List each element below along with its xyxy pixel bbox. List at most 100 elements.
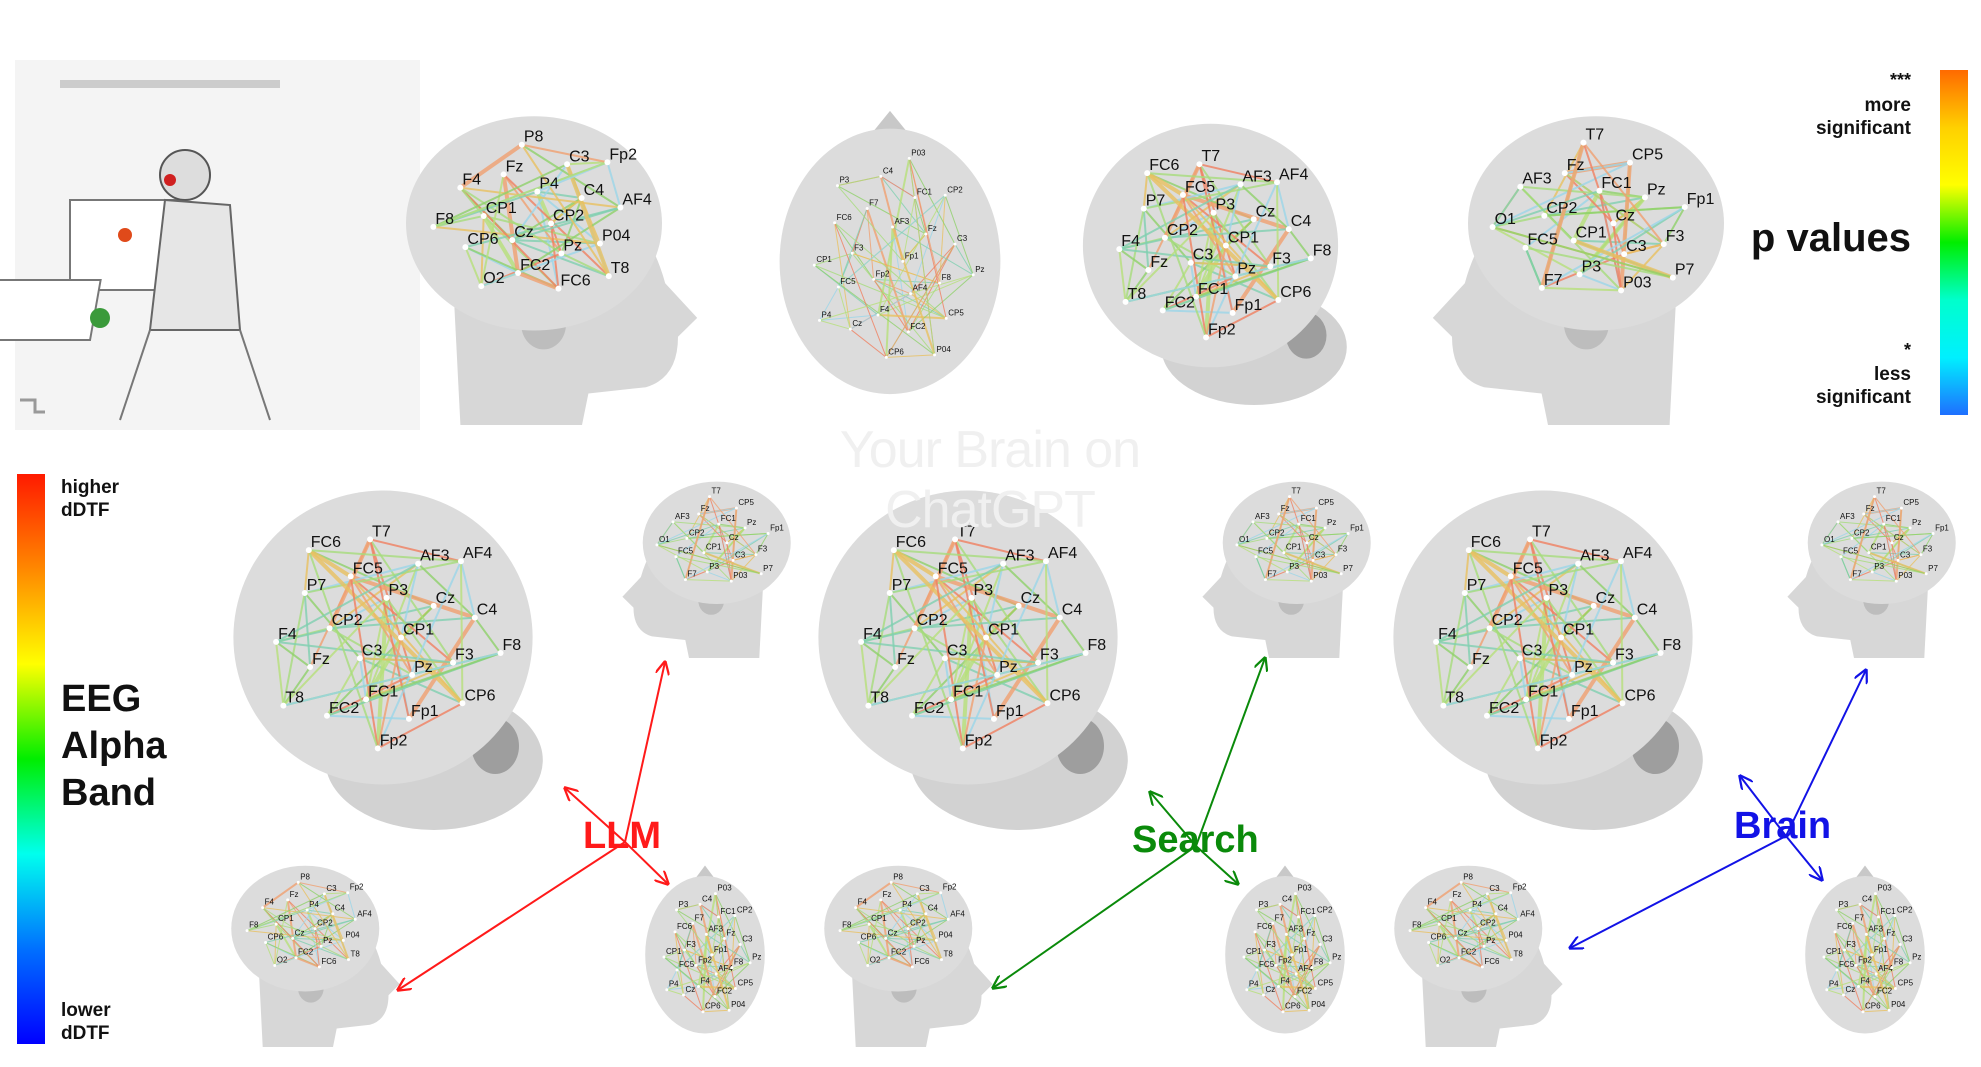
connection-edge: [954, 243, 974, 276]
connection-edge: [349, 576, 379, 749]
electrode-dot: [1534, 745, 1541, 752]
electrode-dot: [1833, 930, 1837, 934]
electrode-dot: [1145, 266, 1152, 273]
electrode-dot: [694, 963, 698, 967]
electrode-dot: [1042, 558, 1049, 565]
electrode-dot: [323, 712, 330, 719]
electrode-label: CP1: [1228, 230, 1259, 247]
electrode-dot: [738, 943, 742, 947]
electrode-dot: [1565, 715, 1572, 722]
electrode-label: Pz: [999, 659, 1018, 676]
connection-edge: [1851, 496, 1875, 539]
electrode-dot: [1229, 309, 1236, 316]
electrode-dot: [1931, 531, 1935, 535]
connection-edge: [1823, 956, 1890, 1011]
electrode-label: CP2: [317, 919, 333, 928]
arrow-brain: [1570, 835, 1787, 948]
connection-edge: [1147, 172, 1278, 184]
connection-edge: [674, 931, 697, 966]
electrode-label: P8: [300, 872, 310, 881]
electrode-label: F8: [1663, 637, 1682, 654]
connection-edge: [537, 190, 582, 200]
electrode-dot: [1858, 902, 1862, 906]
connection-edge: [684, 496, 711, 580]
connection-edge: [329, 616, 475, 630]
connection-edge: [695, 965, 736, 989]
connection-edge: [1836, 969, 1845, 996]
electrode-label: CP1: [1441, 914, 1457, 923]
electrode-dot: [674, 555, 678, 559]
connection-edge: [1519, 657, 1614, 664]
electrode-label: Fz: [1886, 928, 1895, 937]
electrode-dot: [1255, 908, 1259, 912]
electrode-label: FC1: [1198, 281, 1228, 298]
connection-edge: [1489, 597, 1548, 630]
connection-edge: [666, 969, 678, 990]
electrode-label: Pz: [563, 237, 582, 254]
connection-edge: [1619, 162, 1632, 291]
electrode-dot: [1561, 170, 1568, 177]
electrode-dot: [1854, 963, 1858, 967]
electrode-dot: [879, 174, 883, 178]
electrode-dot: [733, 987, 737, 991]
electrode-label: AF4: [950, 909, 965, 918]
electrode-dot: [1281, 1010, 1285, 1014]
connection-edge: [1460, 882, 1512, 960]
electrode-dot: [717, 522, 721, 526]
electrode-label: O2: [1440, 955, 1451, 964]
head-side-right: CzCP1FC1C3CP2PzP3FzF3FC5CP5P03AF3Fp1F7T7…: [1432, 116, 1724, 425]
electrode-label: Cz: [1458, 928, 1468, 937]
electrode-label: O2: [483, 270, 504, 287]
electrode-dot: [886, 589, 893, 596]
electrode-dot: [1285, 570, 1289, 574]
electrode-label: C3: [1626, 238, 1647, 255]
electrode-dot: [322, 892, 326, 896]
electrode-dot: [1527, 536, 1534, 543]
electrode-dot: [1275, 297, 1282, 304]
electrode-label: CP2: [1269, 528, 1285, 537]
electrode-label: P7: [1928, 564, 1938, 573]
connection-edge: [892, 548, 1049, 705]
electrode-dot: [887, 956, 891, 960]
electrode-label: F3: [1040, 647, 1059, 664]
electrode-label: AF4: [913, 284, 928, 293]
electrode-dot: [1507, 573, 1514, 580]
electrode-dot: [675, 908, 679, 912]
connection-edge: [1264, 496, 1291, 580]
connection-edge: [314, 928, 320, 967]
connection-edge: [1243, 956, 1310, 1011]
electrode-label: P03: [911, 148, 926, 157]
connection-edge: [1181, 194, 1208, 338]
connection-edge: [1283, 551, 1342, 575]
electrode-dot: [1873, 995, 1877, 999]
connection-edge: [891, 881, 941, 894]
connection-edge: [567, 161, 608, 166]
electrode-dot: [294, 956, 298, 960]
connection-edge: [1868, 551, 1927, 575]
electrode-dot: [383, 594, 390, 601]
connection-edge: [274, 924, 277, 966]
connection-edge: [837, 185, 904, 262]
connection-edge: [730, 508, 738, 582]
connection-edge: [1572, 238, 1674, 280]
electrode-label: AF3: [1242, 168, 1271, 185]
p-top-stars: ***: [1889, 70, 1911, 90]
electrode-label: AF4: [357, 909, 372, 918]
electrode-dot: [1245, 988, 1249, 992]
electrode-label: FC5: [938, 560, 968, 577]
ddtf-top-label: higher dDTF: [61, 476, 119, 522]
connection-edge: [819, 319, 851, 330]
electrode-label: O2: [870, 955, 881, 964]
connection-edge: [910, 195, 946, 294]
connection-edge: [1834, 931, 1857, 966]
connection-edge: [1855, 965, 1896, 989]
electrode-label: CP6: [1431, 933, 1447, 942]
electrode-label: P4: [822, 310, 832, 319]
electrode-label: F8: [734, 958, 744, 967]
electrode-dot: [1468, 908, 1472, 912]
electrode-dot: [1509, 891, 1513, 895]
connection-edge: [1620, 561, 1636, 618]
connection-edge: [1256, 903, 1281, 911]
electrode-dot: [1242, 955, 1246, 959]
electrode-label: P7: [307, 577, 327, 594]
